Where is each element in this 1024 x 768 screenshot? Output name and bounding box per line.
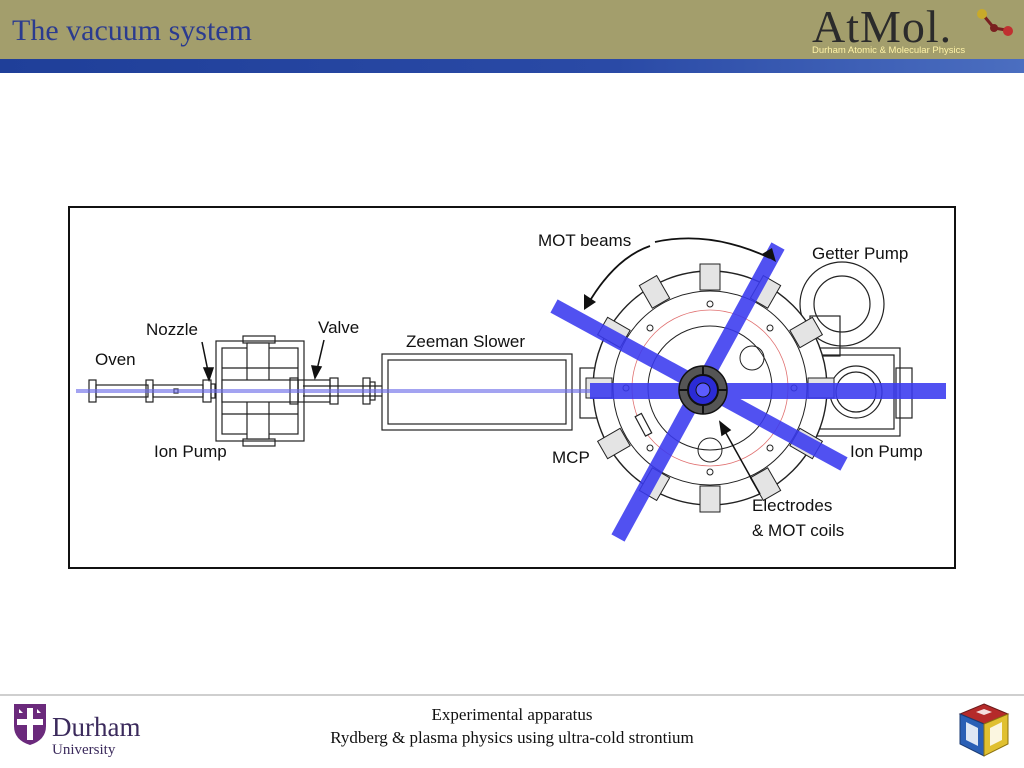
label-ion-pump-left: Ion Pump: [154, 442, 227, 461]
molecule-icon: [977, 9, 1013, 36]
label-valve: Valve: [318, 318, 360, 337]
slide-title: The vacuum system: [12, 14, 252, 47]
mot-beams-arrow: [587, 237, 771, 305]
cube-logo-icon: [958, 703, 1010, 757]
header-underline: [0, 59, 1024, 73]
atmol-logo-subtitle: Durham Atomic & Molecular Physics: [812, 45, 966, 56]
label-nozzle: Nozzle: [146, 320, 198, 339]
label-mot-coils: & MOT coils: [752, 521, 845, 540]
label-mcp: MCP: [552, 448, 590, 467]
apparatus-schematic: [76, 237, 946, 542]
footer-caption: Experimental apparatus Rydberg & plasma …: [0, 703, 1024, 749]
label-mot-beams: MOT beams: [538, 231, 632, 250]
atmol-logo-word: AtMol.: [812, 1, 953, 52]
label-ion-pump-right: Ion Pump: [850, 442, 923, 461]
label-zeeman-slower: Zeeman Slower: [406, 332, 526, 351]
label-oven: Oven: [95, 350, 136, 369]
vacuum-system-diagram: Oven Nozzle Valve Zeeman Slower Ion Pump…: [68, 206, 956, 569]
label-getter-pump: Getter Pump: [812, 244, 909, 263]
electrodes-and-coils: [678, 365, 728, 415]
durham-university-word: University: [52, 742, 116, 758]
durham-crest-icon: [14, 704, 46, 745]
footer-line-2: Rydberg & plasma physics using ultra-col…: [330, 728, 694, 747]
mot-beams: [76, 242, 946, 542]
footer-divider: [0, 694, 1024, 696]
atmol-logo: AtMol. Durham Atomic & Molecular Physics: [806, 1, 1018, 58]
getter-pump: [799, 261, 885, 357]
durham-university-logo: Durham University: [12, 702, 172, 764]
header-bar: [0, 0, 1024, 59]
label-electrodes: Electrodes: [752, 496, 833, 515]
durham-word: Durham: [52, 712, 141, 742]
footer-line-1: Experimental apparatus: [431, 705, 593, 724]
mcp: [634, 412, 653, 437]
